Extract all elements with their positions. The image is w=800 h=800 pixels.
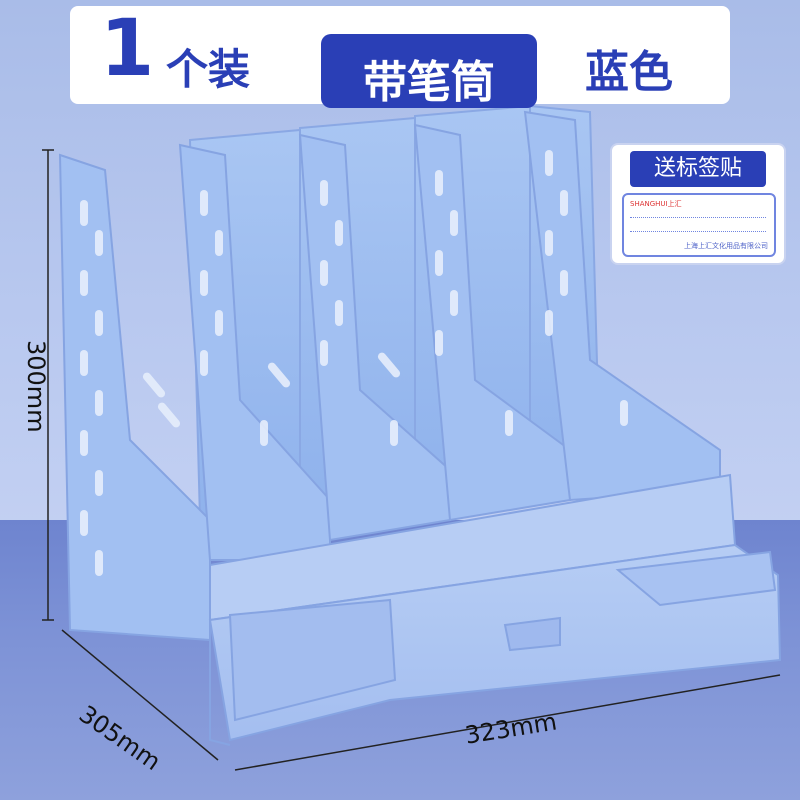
pack-count-number: 1	[100, 4, 155, 94]
feature-badge: 带笔筒	[321, 34, 537, 108]
top-banner: 1 个装 带笔筒 蓝色	[70, 4, 730, 108]
sticker-line	[630, 217, 766, 218]
free-sticker-card: 送标签贴 SHANGHUI上汇 上海上汇文化用品有限公司	[610, 143, 786, 265]
color-label: 蓝色	[585, 47, 673, 98]
feature-label: 带笔筒	[363, 57, 495, 108]
perforations	[80, 150, 628, 576]
front-tray	[208, 473, 782, 746]
sticker-company: 上海上汇文化用品有限公司	[684, 242, 768, 250]
sticker-label-preview: SHANGHUI上汇 上海上汇文化用品有限公司	[622, 193, 776, 257]
sticker-line	[630, 231, 766, 232]
pack-count-unit: 个装	[166, 45, 251, 94]
sticker-title: 送标签贴	[630, 151, 766, 187]
dimension-lines	[42, 149, 781, 771]
sticker-brand: SHANGHUI上汇	[630, 200, 682, 208]
height-dimension-label: 300mm	[22, 340, 50, 433]
